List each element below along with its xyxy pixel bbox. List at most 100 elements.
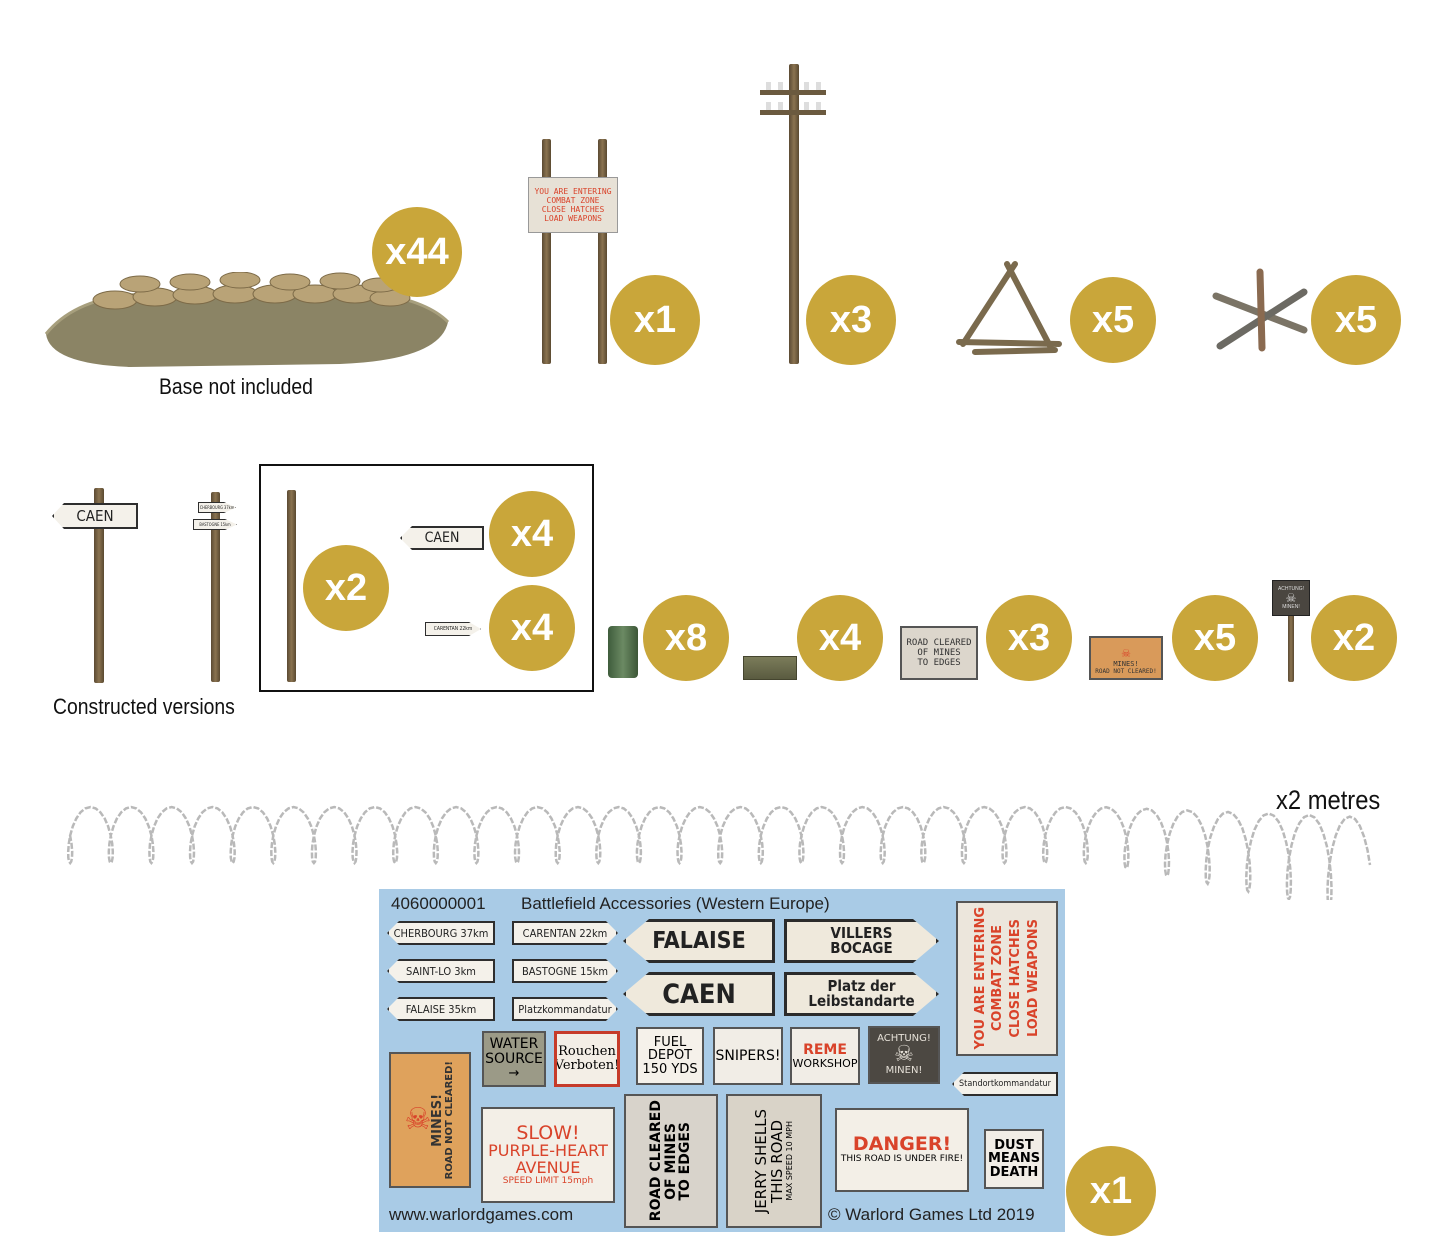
bastogne-arrow-decal: BASTOGNE 15km bbox=[512, 959, 618, 983]
barbed-wire-coil bbox=[50, 780, 1395, 910]
snipers-decal: SNIPERS! bbox=[713, 1027, 783, 1085]
skull-icon: ☠ bbox=[1285, 591, 1297, 605]
achtung-miniature: ACHTUNG! ☠ MINEN! bbox=[1272, 580, 1312, 682]
telegraph-pole bbox=[758, 64, 828, 364]
saint-lo-arrow-decal: SAINT-LO 3km bbox=[387, 959, 495, 983]
combat-zone-sign: YOU ARE ENTERING COMBAT ZONE CLOSE HATCH… bbox=[528, 139, 618, 364]
mines-decal-line-2: ROAD NOT CLEARED! bbox=[444, 1060, 456, 1180]
arrow-right-icon: → bbox=[508, 1065, 520, 1081]
decal-sheet-count-badge: x1 bbox=[1066, 1146, 1156, 1236]
mines-mini-line-1: MINES! bbox=[1113, 660, 1139, 668]
rauchen-verboten-decal: Rouchen Verboten! bbox=[554, 1031, 620, 1087]
road-cleared-decal-line-1: ROAD CLEARED bbox=[647, 1100, 664, 1222]
bastogne-mini-arrow: BASTOGNE 15km bbox=[193, 519, 237, 530]
reme-workshop-decal: REME WORKSHOP bbox=[790, 1027, 860, 1085]
platz-line-2: Leibstandarte bbox=[808, 992, 915, 1010]
wire-strand bbox=[66, 805, 1372, 910]
dust-means-death-decal: DUST MEANS DEATH bbox=[984, 1129, 1044, 1189]
website-text: www.warlordgames.com bbox=[389, 1205, 574, 1224]
dust-line-1: DUST bbox=[994, 1137, 1034, 1153]
water-line-1: WATER bbox=[489, 1036, 539, 1053]
jerry-line-3: MAX SPEED 10 MPH bbox=[784, 1121, 794, 1201]
oil-drum-count-badge: x8 bbox=[643, 595, 729, 681]
road-cleared-decal-line-3: TO EDGES bbox=[677, 1121, 694, 1201]
fuel-line-2: 150 YDS bbox=[642, 1061, 698, 1077]
entering-line-1: YOU ARE ENTERING bbox=[534, 187, 612, 196]
rauchen-line-2: Verboten! bbox=[554, 1058, 620, 1073]
sheet-code: 4060000001 bbox=[391, 894, 486, 913]
signpost-kit-box: CAEN CARENTAN 22km bbox=[259, 464, 594, 692]
sheet-title: Battlefield Accessories (Western Europe) bbox=[521, 894, 830, 913]
road-cleared-decal: ROAD CLEARED OF MINES TO EDGES bbox=[624, 1094, 718, 1228]
entering-combat-zone-decal: YOU ARE ENTERING COMBAT ZONE CLOSE HATCH… bbox=[956, 901, 1058, 1056]
entering-line-2: COMBAT ZONE bbox=[546, 196, 600, 205]
ammo-crate bbox=[743, 656, 797, 680]
dust-line-3: DEATH bbox=[989, 1164, 1039, 1180]
mines-road-not-cleared-decal: ☠ MINES! ROAD NOT CLEARED! bbox=[389, 1052, 471, 1188]
jerry-line-2: THIS ROAD bbox=[767, 1119, 786, 1203]
mines-decal-line-1: MINES! bbox=[430, 1093, 446, 1147]
jerry-shells-decal: JERRY SHELLS THIS ROAD MAX SPEED 10 MPH bbox=[726, 1094, 822, 1228]
achtung-decal-line-2: MINEN! bbox=[885, 1065, 923, 1076]
entering-decal-line-2: COMBAT ZONE bbox=[990, 925, 1006, 1032]
platz-leibstandarte-arrow-decal: Platz der Leibstandarte bbox=[784, 972, 939, 1016]
wire-length-caption: x2 metres bbox=[1276, 785, 1381, 815]
cherbourg-mini-arrow: CHERBOURG 37km bbox=[198, 502, 236, 513]
road-cleared-line-3: TO EDGES bbox=[917, 658, 961, 668]
base-not-included-caption: Base not included bbox=[159, 374, 313, 399]
entering-decal-line-3: CLOSE HATCHES bbox=[1008, 919, 1023, 1038]
fuel-line-1: FUEL DEPOT bbox=[647, 1034, 693, 1064]
large-arrow-count-badge: x4 bbox=[489, 491, 575, 577]
water-line-2: SOURCE bbox=[485, 1051, 543, 1068]
villers-bocage-arrow-decal: VILLERS BOCAGE bbox=[784, 919, 939, 963]
achtung-decal-line-1: ACHTUNG! bbox=[877, 1032, 931, 1044]
achtung-count-badge: x2 bbox=[1311, 595, 1397, 681]
villers-line-2: BOCAGE bbox=[830, 939, 893, 957]
falaise-small-arrow-decal: FALAISE 35km bbox=[387, 997, 495, 1021]
achtung-mini-line-1: ACHTUNG! bbox=[1277, 586, 1305, 592]
kit-carentan-arrow: CARENTAN 22km bbox=[425, 622, 481, 636]
constructed-versions-caption: Constructed versions bbox=[53, 694, 235, 719]
ammo-crate-count-badge: x4 bbox=[797, 595, 883, 681]
water-source-decal: WATER SOURCE → bbox=[482, 1031, 546, 1087]
rauchen-line-1: Rouchen bbox=[558, 1044, 616, 1060]
road-cleared-miniature: ROAD CLEARED OF MINES TO EDGES bbox=[900, 626, 978, 680]
small-arrow-count-badge: x4 bbox=[489, 585, 575, 671]
skull-icon: ☠ bbox=[894, 1042, 914, 1067]
danger-under-fire-decal: DANGER! THIS ROAD IS UNDER FIRE! bbox=[835, 1108, 969, 1192]
road-cleared-line-2: OF MINES bbox=[917, 648, 961, 658]
fuel-depot-decal: FUEL DEPOT 150 YDS bbox=[636, 1027, 704, 1085]
platz-line-1: Platz der bbox=[827, 977, 896, 995]
slow-line-4: SPEED LIMIT 15mph bbox=[502, 1176, 594, 1187]
pole-count-badge: x2 bbox=[303, 545, 389, 631]
caen-arrow-sign: CAEN bbox=[52, 503, 138, 529]
skull-icon: ☠ bbox=[404, 1102, 432, 1138]
mines-mini-line-2: ROAD NOT CLEARED! bbox=[1095, 668, 1157, 675]
copyright-text: © Warlord Games Ltd 2019 bbox=[828, 1205, 1035, 1224]
tripod-count-badge: x5 bbox=[1070, 277, 1156, 363]
constructed-double-signpost: CHERBOURG 37km BASTOGNE 15km bbox=[192, 492, 242, 682]
reme-line-1: REME bbox=[803, 1041, 847, 1058]
skull-icon: ☠ bbox=[1121, 648, 1131, 660]
entering-decal-line-1: YOU ARE ENTERING bbox=[972, 907, 988, 1050]
mines-count-badge: x5 bbox=[1172, 595, 1258, 681]
entering-decal-line-4: LOAD WEAPONS bbox=[1025, 919, 1041, 1038]
standortkommandatur-arrow-decal: Standortkommandatur bbox=[952, 1072, 1058, 1096]
snipers-text: SNIPERS! bbox=[715, 1047, 781, 1064]
danger-line-1: DANGER! bbox=[852, 1133, 952, 1156]
cherbourg-arrow-decal: CHERBOURG 37km bbox=[387, 921, 495, 945]
road-cleared-line-1: ROAD CLEARED bbox=[906, 638, 972, 648]
dust-line-2: MEANS bbox=[987, 1151, 1041, 1167]
entering-line-3: CLOSE HATCHES bbox=[541, 205, 605, 214]
sandbags-count-badge: x44 bbox=[372, 207, 462, 297]
entering-line-4: LOAD WEAPONS bbox=[544, 214, 602, 223]
road-cleared-count-badge: x3 bbox=[986, 595, 1072, 681]
villers-line-1: VILLERS bbox=[830, 924, 893, 942]
falaise-large-arrow-decal: FALAISE bbox=[623, 919, 775, 963]
caen-large-arrow-decal: CAEN bbox=[623, 972, 775, 1016]
hedgehog-count-badge: x5 bbox=[1311, 275, 1401, 365]
decal-sheet: 4060000001 Battlefield Accessories (West… bbox=[379, 889, 1065, 1232]
constructed-caen-signpost: CAEN bbox=[52, 488, 142, 683]
slow-line-3: AVENUE bbox=[515, 1158, 581, 1178]
kit-caen-arrow: CAEN bbox=[400, 526, 484, 550]
